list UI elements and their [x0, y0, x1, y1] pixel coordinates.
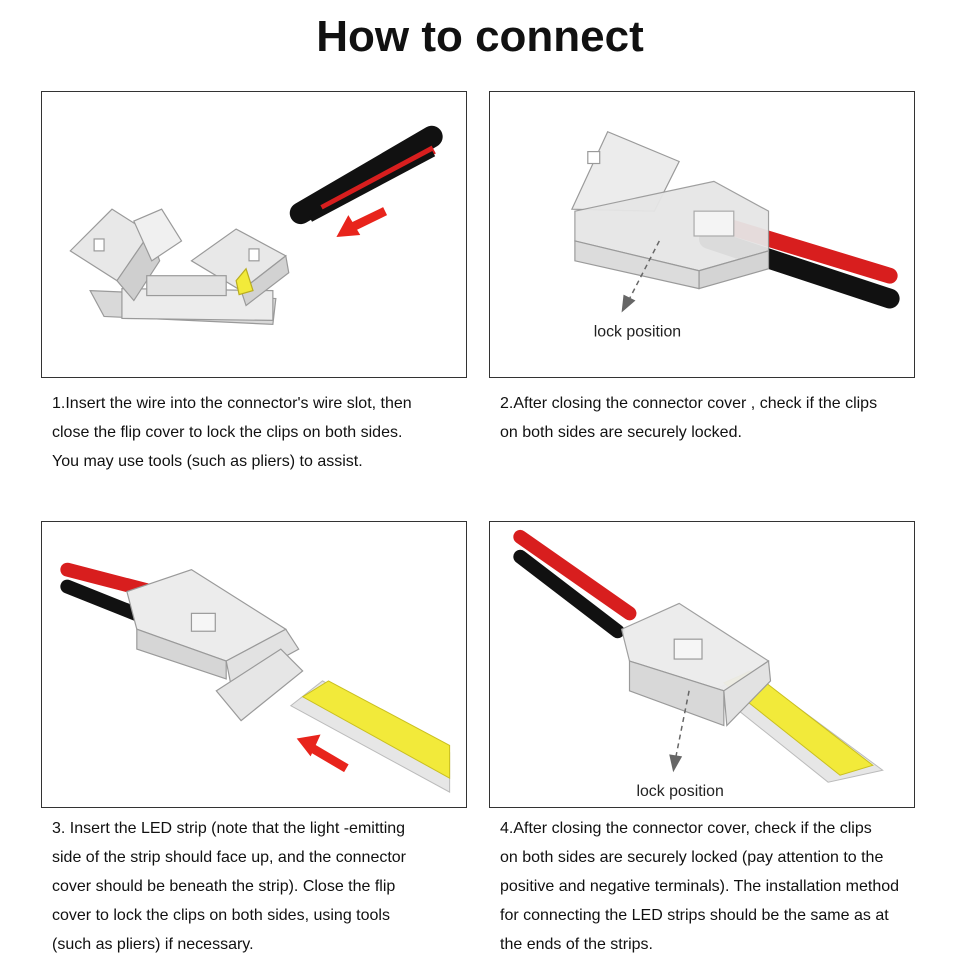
step-1-drawing	[69, 125, 443, 325]
caption-line: 4.After closing the connector cover, che…	[500, 820, 872, 837]
connector-open	[126, 569, 304, 722]
red-wire	[320, 145, 436, 214]
caption-line: the ends of the strips.	[500, 936, 653, 953]
step-3-drawing	[60, 562, 451, 793]
black-wire	[513, 549, 625, 639]
step-3-illustration	[41, 521, 467, 808]
caption-line: cover to lock the clips on both sides, u…	[52, 907, 390, 924]
step-1-illustration	[41, 91, 467, 378]
step-3-caption: 3. Insert the LED strip (note that the l…	[52, 814, 406, 959]
caption-line: 3. Insert the LED strip (note that the l…	[52, 820, 406, 837]
connector-open	[69, 208, 290, 325]
lock-position-pointer-icon	[669, 690, 690, 773]
black-wire	[60, 579, 149, 624]
lock-position-pointer-icon	[621, 240, 660, 313]
lock-position-label: lock position	[636, 783, 723, 800]
red-wire	[513, 529, 637, 621]
caption-line: cover should be beneath the strip). Clos…	[52, 878, 396, 895]
lock-position-label: lock position	[594, 323, 681, 340]
caption-line: positive and negative terminals). The in…	[500, 878, 900, 895]
connector-closed	[570, 130, 770, 290]
step-1-caption: 1.Insert the wire into the connector's w…	[52, 389, 412, 476]
caption-line: (such as pliers) if necessary.	[52, 936, 254, 953]
caption-line: on both sides are securely locked.	[500, 424, 742, 441]
caption-line: side of the strip should face up, and th…	[52, 849, 407, 866]
step-4-drawing: lock position	[513, 529, 884, 800]
step-2-caption: 2.After closing the connector cover , ch…	[500, 389, 877, 447]
caption-line: 1.Insert the wire into the connector's w…	[52, 395, 412, 412]
caption-line: 2.After closing the connector cover , ch…	[500, 395, 878, 412]
step-2-illustration: lock position	[489, 91, 915, 378]
caption-line: You may use tools (such as pliers) to as…	[52, 453, 363, 470]
black-wire-core	[309, 150, 436, 222]
step-4-caption: 4.After closing the connector cover, che…	[500, 814, 899, 959]
step-2-drawing: lock position	[570, 130, 900, 340]
caption-line: for connecting the LED strips should be …	[500, 907, 889, 924]
insert-arrow-icon	[296, 734, 349, 773]
caption-line: on both sides are securely locked (pay a…	[500, 849, 884, 866]
black-wire	[289, 125, 443, 225]
connector-closed	[620, 602, 772, 727]
page-title: How to connect	[316, 12, 644, 61]
caption-line: close the flip cover to lock the clips o…	[52, 424, 403, 441]
insert-arrow-icon	[336, 207, 388, 237]
led-strip	[289, 680, 451, 793]
step-4-illustration: lock position	[489, 521, 915, 808]
